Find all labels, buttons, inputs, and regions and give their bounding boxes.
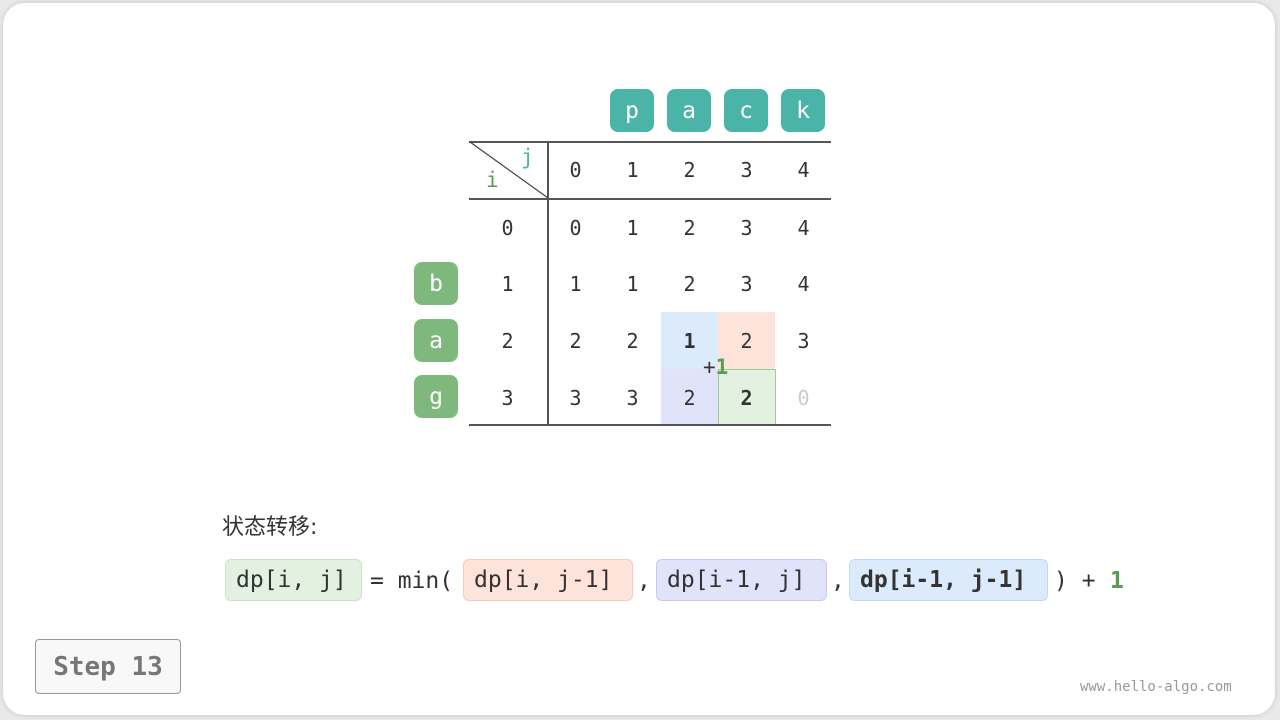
corner-diagonal [469,141,549,199]
col-header: 3 [740,157,753,182]
row-header: 2 [501,328,514,353]
formula-lhs-chip: dp[i, j] [225,559,362,601]
cell-highlight-current [718,369,776,426]
top-char-badge: a [667,89,711,132]
col-header: 2 [683,157,696,182]
dp-cell: 2 [683,385,696,410]
plus-one-value: 1 [715,355,729,379]
dp-cell: 1 [569,271,582,296]
col-header: 0 [569,157,582,182]
dp-cell-pending: 0 [797,385,810,410]
table-top-line [469,141,831,143]
formula-comma: , [831,568,845,594]
top-char-badge: p [610,89,654,132]
formula-min-text: = min( [370,568,454,594]
corner-i-label: i [486,168,499,192]
top-char-badge: k [781,89,825,132]
formula-comma: , [637,568,651,594]
row-header: 1 [501,271,514,296]
dp-cell: 3 [569,385,582,410]
plus-one-annotation: +1 [703,355,729,379]
formula-title: 状态转移: [222,515,318,540]
row-header: 3 [501,385,514,410]
cell-highlight-diag [661,312,718,369]
col-header: 4 [797,157,810,182]
formula-plus-value: 1 [1110,568,1124,594]
dp-cell: 2 [683,215,696,240]
dp-cell: 2 [626,328,639,353]
table-bottom-line [469,424,831,426]
dp-cell: 0 [569,215,582,240]
table-header-line [469,198,831,200]
diagram-card: p a c k b a g j i 0 1 2 3 4 0 1 2 3 0 1 … [3,3,1275,715]
dp-cell: 1 [626,215,639,240]
col-header: 1 [626,157,639,182]
cell-highlight-top [718,312,775,369]
dp-cell: 3 [797,328,810,353]
formula-left-chip: dp[i, j-1] [463,559,633,601]
formula-close: ) + [1054,568,1096,594]
dp-cell-current: 2 [740,385,753,410]
dp-cell: 4 [797,215,810,240]
dp-cell: 2 [740,328,753,353]
row-header: 0 [501,215,514,240]
dp-cell: 1 [683,328,696,353]
left-char-badge: a [414,319,458,362]
dp-cell: 2 [569,328,582,353]
table-vertical-line [547,141,549,425]
footer-url: www.hello-algo.com [1080,679,1232,695]
corner-j-label: j [521,145,534,169]
cell-highlight-left [661,369,718,425]
dp-cell: 2 [683,271,696,296]
dp-cell: 3 [740,215,753,240]
dp-cell: 1 [626,271,639,296]
dp-cell: 3 [626,385,639,410]
step-indicator: Step 13 [35,639,181,694]
top-char-badge: c [724,89,768,132]
left-char-badge: b [414,262,458,305]
formula-diag-chip: dp[i-1, j-1] [849,559,1048,601]
formula-top-chip: dp[i-1, j] [656,559,827,601]
dp-cell: 3 [740,271,753,296]
left-char-badge: g [414,375,458,418]
dp-cell: 4 [797,271,810,296]
